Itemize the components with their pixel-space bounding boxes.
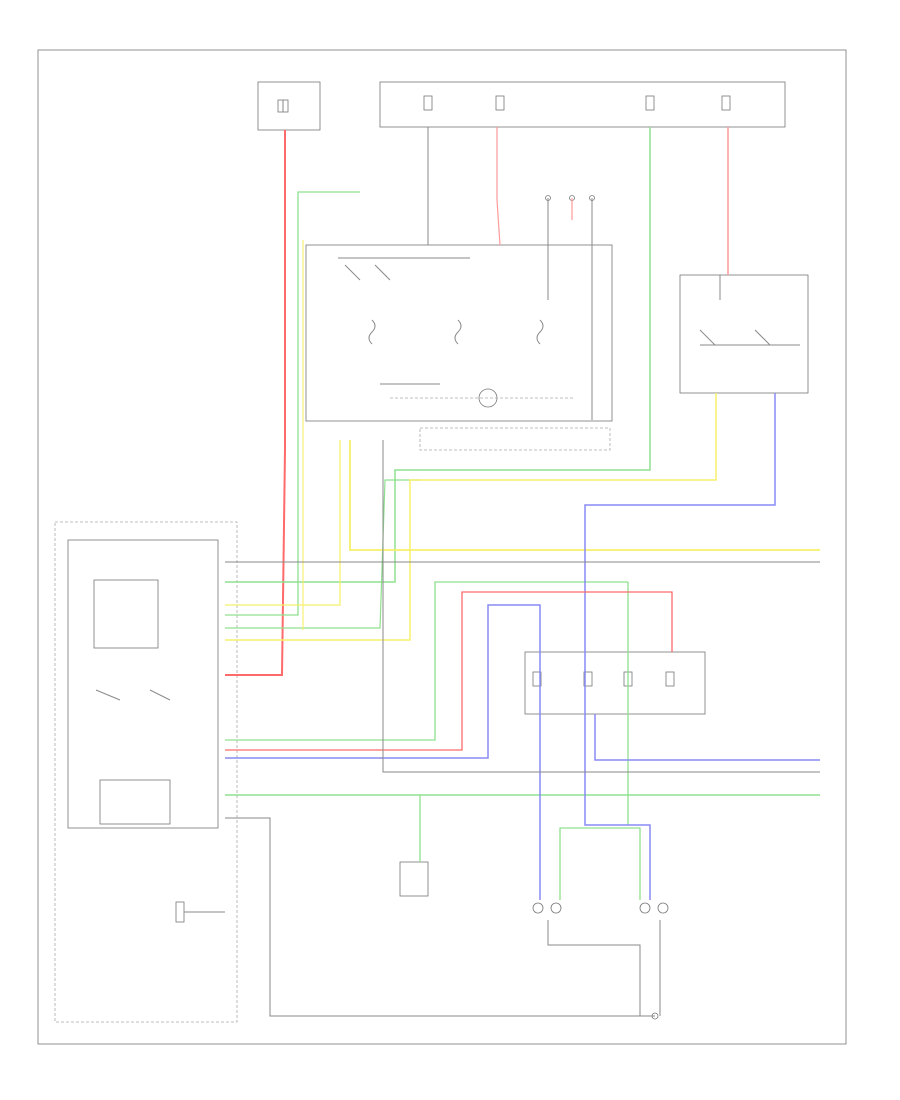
light-switch bbox=[305, 244, 613, 451]
wire-black-gnd bbox=[225, 817, 655, 1017]
wire-yellow-long bbox=[349, 440, 820, 551]
wire-green-headlight bbox=[559, 827, 641, 900]
wire-green-top bbox=[225, 127, 651, 583]
wire-blue-turn bbox=[584, 393, 776, 900]
fuse-block-right bbox=[524, 651, 706, 715]
left-headlight bbox=[532, 902, 562, 914]
wire-blue-cu bbox=[225, 604, 541, 900]
wire-red-cu bbox=[225, 591, 673, 751]
wire-pink-relay bbox=[496, 127, 501, 246]
wire-black-hl-left bbox=[547, 920, 641, 1016]
wire-green-fuse bbox=[225, 581, 628, 741]
control-unit bbox=[54, 521, 238, 1023]
wire-blue-right bbox=[594, 714, 820, 761]
fuse-box-top bbox=[379, 81, 786, 128]
right-headlight bbox=[639, 902, 669, 914]
wire-yellow-turn bbox=[225, 393, 717, 641]
fuse-box-left bbox=[257, 81, 321, 131]
relay-top bbox=[545, 195, 595, 201]
wire-green-left bbox=[225, 191, 360, 616]
wire-black-cu bbox=[382, 440, 820, 773]
diagram-frame bbox=[37, 49, 847, 1045]
turn-signal-switch bbox=[679, 274, 809, 394]
wire-yellow-2 bbox=[225, 440, 341, 606]
wire-green-cu bbox=[225, 479, 420, 629]
wire-red-main bbox=[225, 130, 286, 676]
data-connector bbox=[175, 901, 185, 923]
sensor-module bbox=[399, 861, 429, 897]
